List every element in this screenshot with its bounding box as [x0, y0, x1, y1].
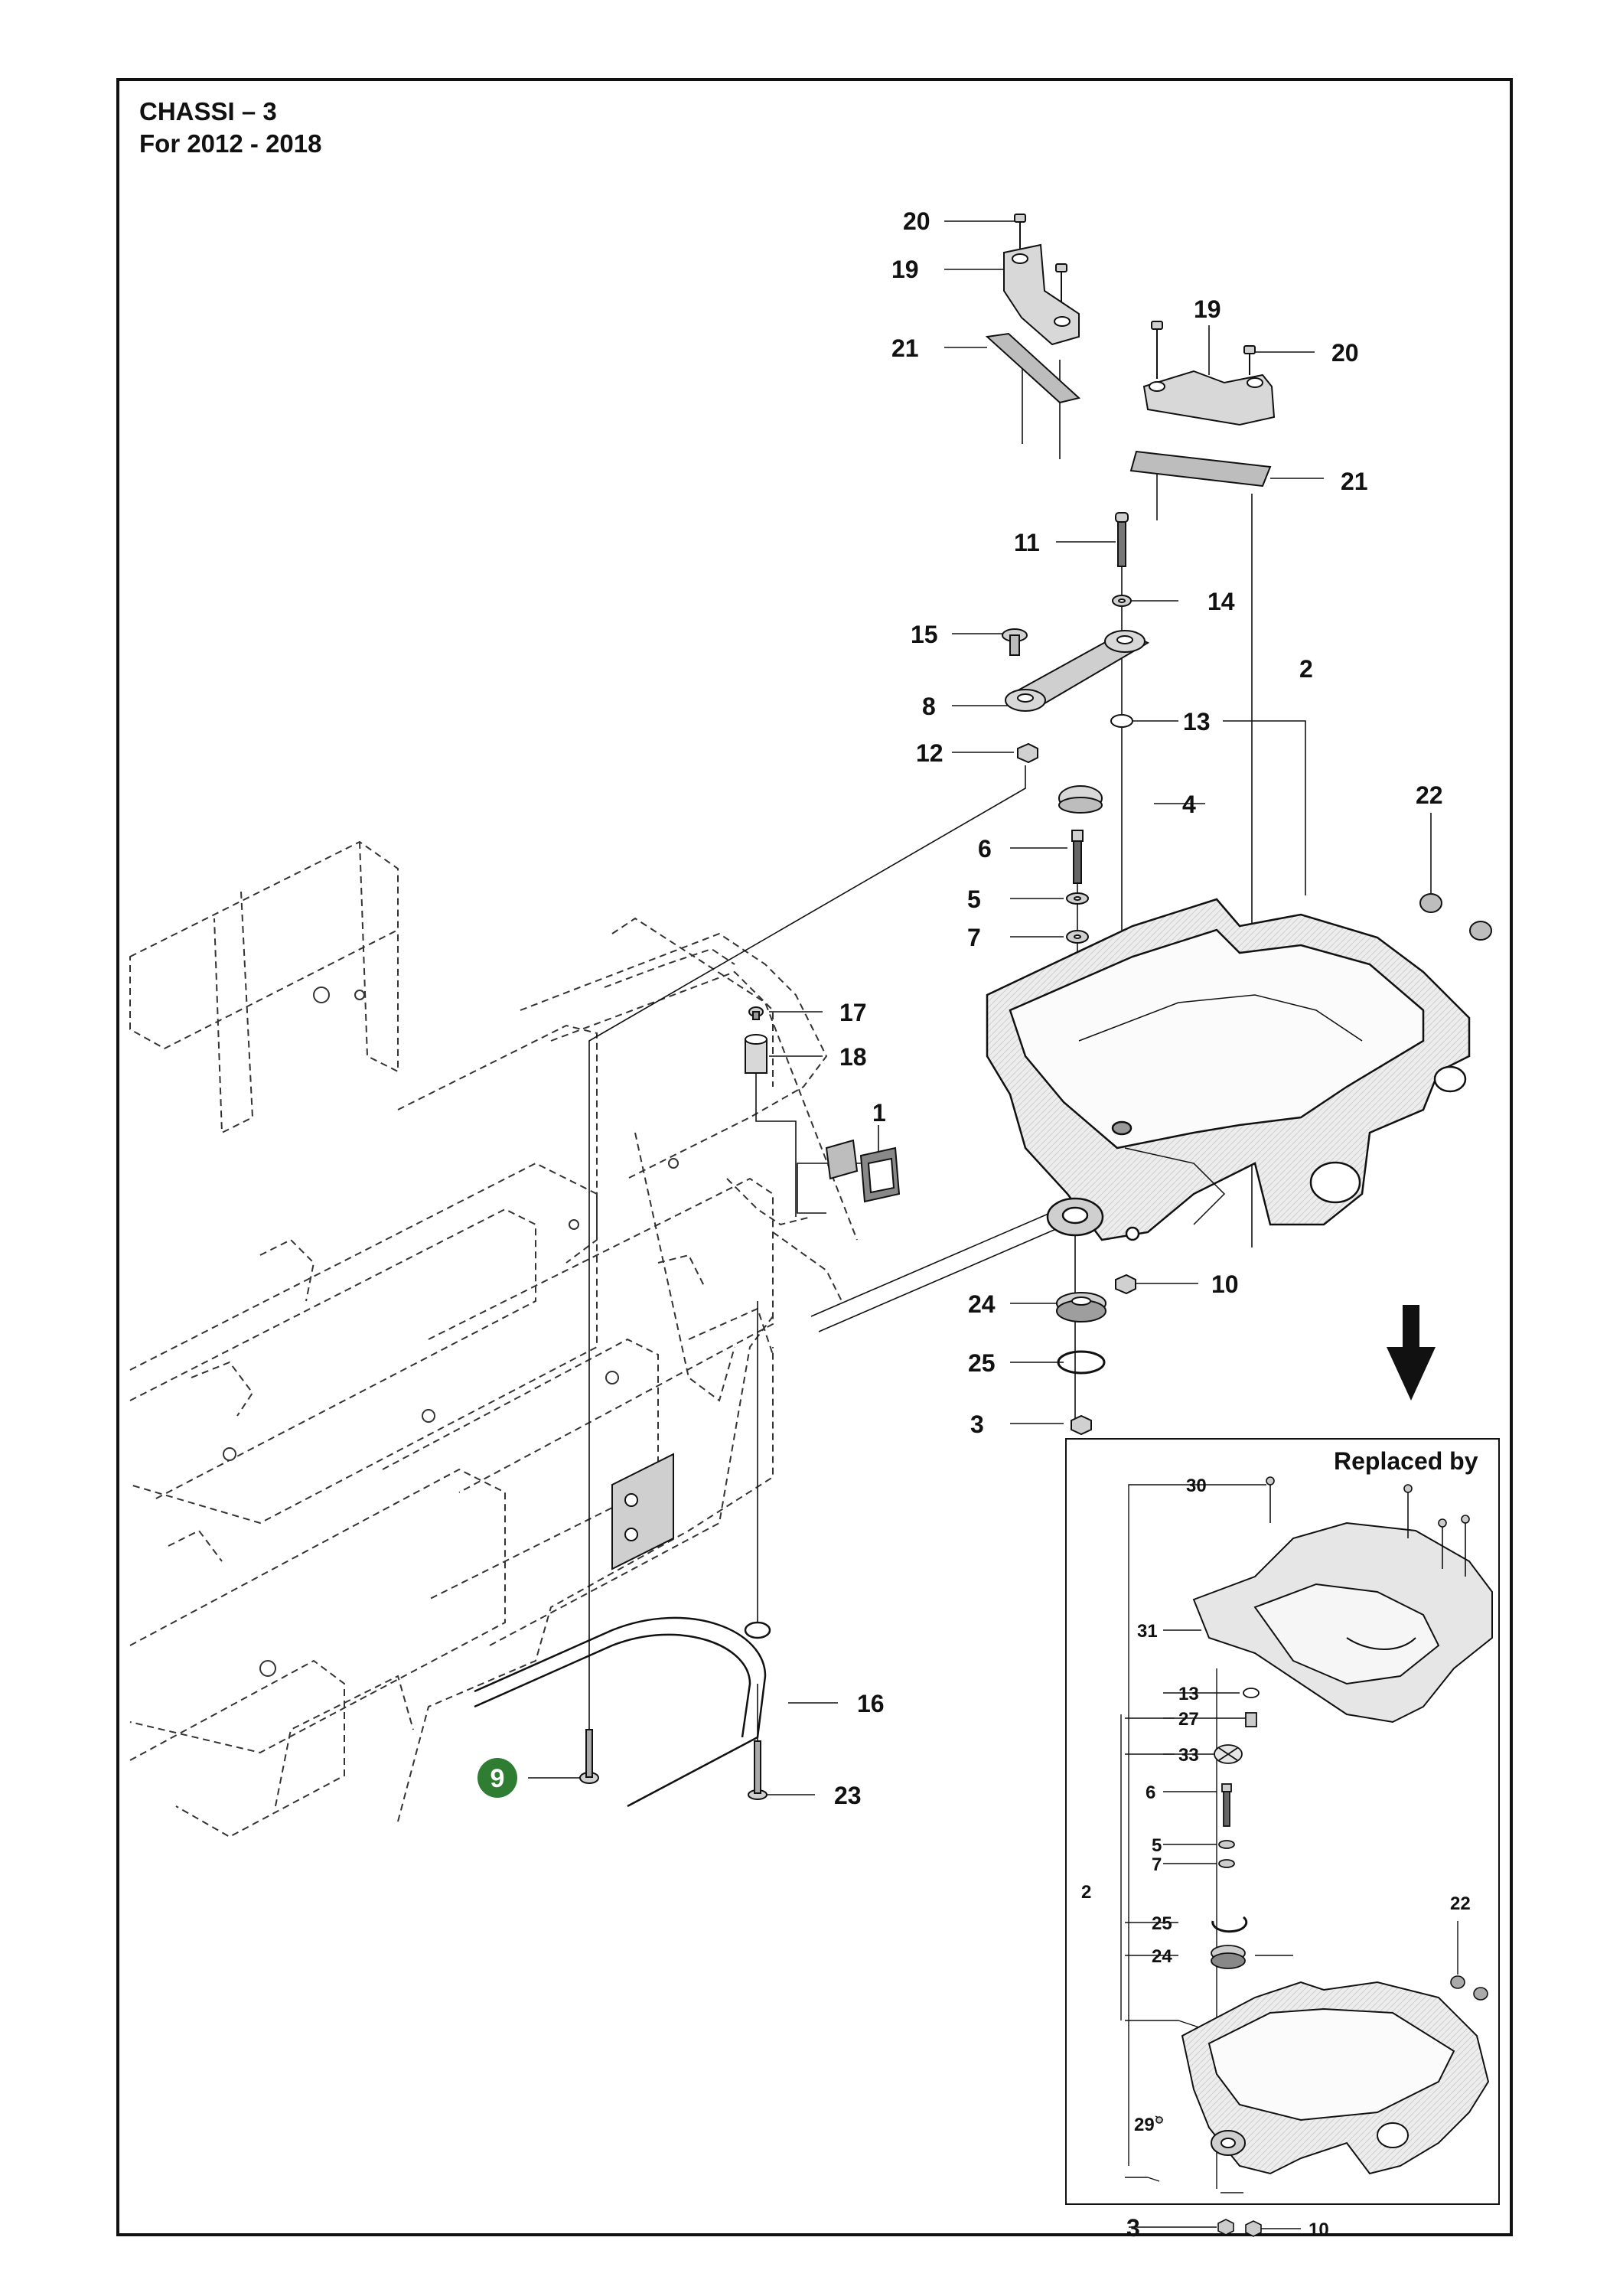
link-arm-8 [1005, 630, 1150, 712]
down-arrow-icon [1387, 1305, 1436, 1401]
callout-23: 23 [834, 1782, 862, 1809]
inset-labels: Replaced by 30 31 13 27 33 6 5 7 2 25 24… [1081, 1447, 1478, 2242]
inset-nuts [1155, 2116, 1262, 2237]
bolt-9 [579, 1729, 599, 1784]
callout-6: 6 [978, 835, 992, 863]
inset-callout-29: 29 [1134, 2115, 1155, 2135]
callout-11: 11 [1014, 529, 1040, 556]
inset-callout-31: 31 [1137, 1621, 1158, 1642]
screws-top-left [1014, 214, 1067, 302]
inset-callout-13: 13 [1178, 1684, 1199, 1704]
bolt-6 [1071, 830, 1084, 884]
callout-8: 8 [922, 693, 936, 720]
callout-7: 7 [967, 924, 981, 951]
inset-callout-22: 22 [1450, 1893, 1471, 1914]
nut-12 [1017, 742, 1038, 764]
callout-21-top-left: 21 [891, 334, 919, 362]
callout-5: 5 [967, 885, 981, 913]
callout-2: 2 [1299, 655, 1313, 683]
callout-25: 25 [968, 1349, 996, 1377]
callout-14: 14 [1207, 588, 1235, 615]
washer-13 [1110, 714, 1133, 728]
callout-18: 18 [839, 1043, 867, 1071]
bolt-23 [748, 1740, 768, 1800]
inset-callout-7: 7 [1152, 1854, 1162, 1875]
frame-bracket [611, 1453, 674, 1570]
hinge-block-right [1129, 370, 1276, 488]
bolt-11 [1115, 512, 1129, 567]
chassis-housing [986, 898, 1471, 1241]
callout-10: 10 [1211, 1270, 1239, 1298]
callout-15: 15 [911, 621, 938, 648]
nut-3 [1071, 1414, 1092, 1436]
inset-callout-10: 10 [1309, 2219, 1329, 2240]
callout-19-top-left: 19 [891, 256, 919, 283]
grommets-1 [825, 1139, 901, 1203]
inset-small-parts [1211, 1688, 1260, 1969]
inset-screws-30 [1266, 1476, 1470, 1577]
inset-callout-5: 5 [1152, 1835, 1162, 1856]
callout-labels: 20 19 21 19 20 21 11 14 15 2 8 13 12 4 2… [834, 207, 1443, 1809]
drawing-frame [116, 78, 1513, 2236]
inset-callout-33: 33 [1178, 1745, 1199, 1766]
hinge-block-left [985, 243, 1081, 404]
nut-10 [1115, 1274, 1136, 1295]
washers-5-7 [1066, 892, 1089, 944]
callout-12: 12 [916, 739, 943, 767]
screws-top-right [1151, 321, 1256, 379]
callout-22: 22 [1416, 781, 1443, 809]
caps-22 [1419, 893, 1492, 941]
callout-16: 16 [857, 1690, 885, 1717]
callout-20-top-right: 20 [1331, 339, 1359, 367]
page-title: CHASSI – 3 For 2012 - 2018 [139, 96, 321, 160]
callout-9-highlight: 9 [477, 1758, 517, 1798]
callout-17: 17 [839, 999, 867, 1026]
callout-20-top-left: 20 [903, 207, 930, 235]
inset-caps-22 [1450, 1975, 1488, 2001]
callout-4: 4 [1182, 791, 1196, 818]
frame-holes [223, 987, 679, 1677]
inset-cover-31 [1192, 1521, 1493, 1724]
inset-callout-24: 24 [1152, 1946, 1172, 1967]
callout-21-top-right: 21 [1341, 468, 1368, 495]
inset-heading: Replaced by [1334, 1447, 1478, 1475]
bearing-24 [1056, 1292, 1106, 1322]
inset-callout-2: 2 [1081, 1882, 1091, 1903]
callout-19-top-right: 19 [1194, 295, 1221, 323]
title-line-1: CHASSI – 3 [139, 97, 277, 126]
inset-callout-3: 3 [1126, 2214, 1140, 2242]
cap-15 [1002, 628, 1028, 656]
spacer-18 [745, 1034, 768, 1074]
ring-25 [1057, 1350, 1106, 1375]
washer-14 [1112, 595, 1132, 607]
inset-callout-6: 6 [1146, 1782, 1155, 1803]
callout-9: 9 [490, 1764, 505, 1793]
callout-24: 24 [968, 1290, 996, 1318]
inset-chassis-housing [1181, 1981, 1490, 2175]
cap-4 [1058, 785, 1103, 814]
callout-3: 3 [970, 1411, 984, 1438]
inset-callout-27: 27 [1178, 1709, 1199, 1730]
inset-callout-30: 30 [1186, 1476, 1207, 1496]
inset-callout-25: 25 [1152, 1913, 1172, 1934]
screw-17 [748, 1006, 764, 1020]
callout-13: 13 [1183, 708, 1211, 735]
mower-frame-dashed [129, 840, 858, 1838]
rod-bracket-16 [474, 1616, 771, 1808]
callout-1: 1 [872, 1099, 886, 1127]
title-line-2: For 2012 - 2018 [139, 129, 322, 158]
